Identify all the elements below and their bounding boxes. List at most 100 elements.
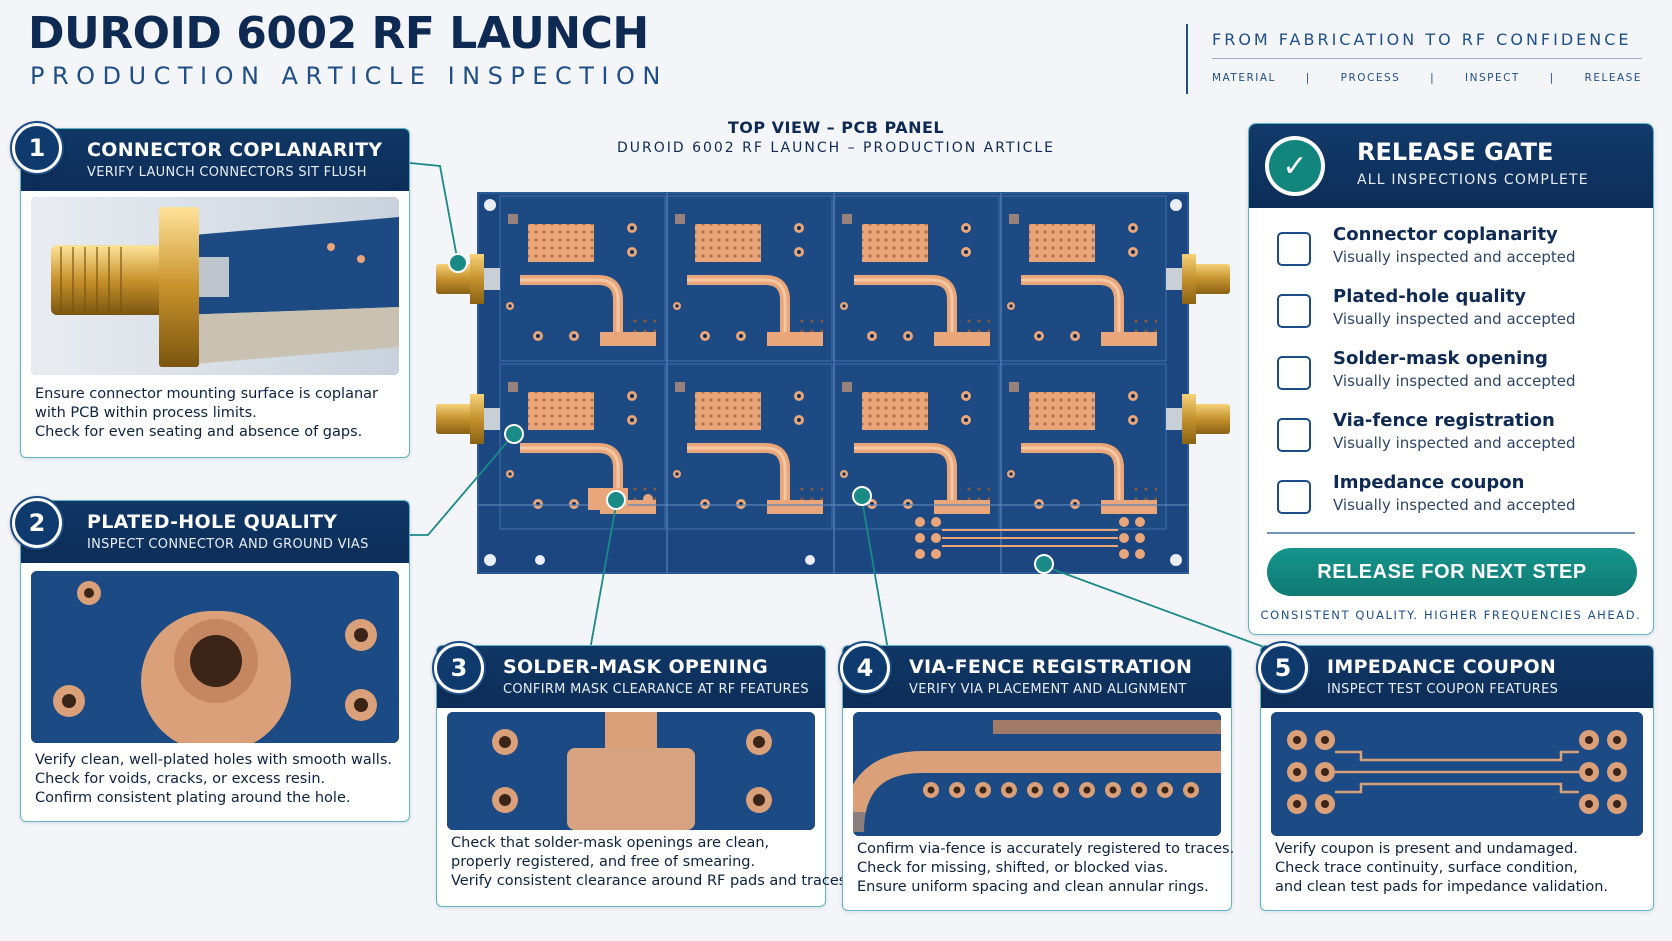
checkbox[interactable] [1277,232,1311,266]
step-number-badge: 2 [10,496,64,550]
impedance-coupon-illustration [1271,712,1643,836]
checklist-label: Solder-mask opening [1333,348,1548,369]
callout-line: properly registered, and free of smearin… [451,854,756,870]
callout-plated-hole-quality: PLATED-HOLE QUALITY INSPECT CONNECTOR AN… [20,500,410,822]
checklist-note: Visually inspected and accepted [1333,372,1576,390]
callout-connector-coplanarity: CONNECTOR COPLANARITY VERIFY LAUNCH CONN… [20,128,410,458]
step-number-badge: 4 [838,641,892,695]
release-gate-subtitle: ALL INSPECTIONS COMPLETE [1357,172,1589,188]
release-gate-title: RELEASE GATE [1357,138,1554,166]
step-material: MATERIAL [1212,72,1276,84]
via-fence-photo [853,712,1221,836]
step-separator: | [1305,72,1311,84]
plated-hole-illustration [31,571,399,743]
step-separator: | [1549,72,1555,84]
callout-line: Check for voids, cracks, or excess resin… [35,771,326,787]
main-subtitle: PRODUCTION ARTICLE INSPECTION [30,62,668,90]
callout-line: Check trace continuity, surface conditio… [1275,860,1578,876]
plated-hole-photo [31,571,399,743]
checklist-item-impedance-coupon[interactable]: Impedance coupon Visually inspected and … [1277,472,1637,528]
step-number: 2 [15,501,59,545]
step-number: 1 [15,126,59,170]
checkbox[interactable] [1277,418,1311,452]
step-number-badge: 1 [10,121,64,175]
callout-description: Check that solder-mask openings are clea… [451,834,851,891]
solder-mask-photo [447,712,815,830]
callout-line: Verify coupon is present and undamaged. [1275,841,1578,857]
checklist-item-connector-coplanarity[interactable]: Connector coplanarity Visually inspected… [1277,224,1637,280]
callout-description: Verify clean, well-plated holes with smo… [35,751,392,808]
release-gate-footer: CONSISTENT QUALITY. HIGHER FREQUENCIES A… [1260,608,1642,622]
callout-header [1261,646,1653,708]
callout-line: Check for missing, shifted, or blocked v… [857,860,1169,876]
via-fence-illustration [853,712,1221,836]
callout-line: Confirm consistent plating around the ho… [35,790,351,806]
process-steps: MATERIAL | PROCESS | INSPECT | RELEASE [1212,72,1642,84]
checklist-note: Visually inspected and accepted [1333,248,1576,266]
callout-line: and clean test pads for impedance valida… [1275,879,1609,895]
header-divider [1186,24,1188,94]
checklist-label: Plated-hole quality [1333,286,1527,307]
step-process: PROCESS [1340,72,1401,84]
callout-via-fence-registration: VIA-FENCE REGISTRATION VERIFY VIA PLACEM… [842,645,1234,911]
connector-photo-illustration [31,197,399,375]
callout-header [843,646,1231,708]
release-for-next-step-button[interactable]: RELEASE FOR NEXT STEP [1267,548,1637,596]
connector-photo [31,197,399,375]
checklist-label: Via-fence registration [1333,410,1555,431]
callout-solder-mask-opening: SOLDER-MASK OPENING CONFIRM MASK CLEARAN… [436,645,851,907]
callout-subtitle: INSPECT TEST COUPON FEATURES [1327,682,1559,697]
callout-header [437,646,825,708]
step-release: RELEASE [1584,72,1642,84]
callout-subtitle: INSPECT CONNECTOR AND GROUND VIAS [87,537,369,552]
step-inspect: INSPECT [1465,72,1520,84]
callout-title: VIA-FENCE REGISTRATION [909,656,1193,678]
callout-line: Check for even seating and absence of ga… [35,424,363,440]
callout-subtitle: CONFIRM MASK CLEARANCE AT RF FEATURES [503,682,809,697]
callout-line: Verify clean, well-plated holes with smo… [35,752,392,768]
pcb-caption-title: TOP VIEW – PCB PANEL [727,118,945,137]
checklist-note: Visually inspected and accepted [1333,496,1576,514]
callout-line: with PCB within process limits. [35,405,257,421]
step-number: 3 [437,646,481,690]
checklist-label: Connector coplanarity [1333,224,1558,245]
checkbox[interactable] [1277,356,1311,390]
step-number: 4 [843,646,887,690]
step-separator: | [1430,72,1436,84]
checkbox[interactable] [1277,480,1311,514]
callout-line: Ensure connector mounting surface is cop… [35,386,378,402]
checkmark-icon: ✓ [1265,136,1325,196]
pcb-caption-subtitle: DUROID 6002 RF LAUNCH – PRODUCTION ARTIC… [616,140,1056,156]
tagline: FROM FABRICATION TO RF CONFIDENCE [1212,30,1632,49]
callout-header [21,129,409,191]
checklist-note: Visually inspected and accepted [1333,434,1576,452]
callout-header [21,501,409,563]
checkbox[interactable] [1277,294,1311,328]
callout-description: Verify coupon is present and undamaged. … [1275,840,1608,897]
tagline-rule [1212,58,1642,59]
callout-title: CONNECTOR COPLANARITY [87,139,383,161]
callout-title: IMPEDANCE COUPON [1327,656,1557,678]
callout-line: Confirm via-fence is accurately register… [857,841,1235,857]
checklist-item-plated-hole-quality[interactable]: Plated-hole quality Visually inspected a… [1277,286,1637,342]
callout-impedance-coupon: IMPEDANCE COUPON INSPECT TEST COUPON FEA… [1260,645,1654,911]
checklist-item-via-fence-registration[interactable]: Via-fence registration Visually inspecte… [1277,410,1637,466]
release-gate-panel: ✓ RELEASE GATE ALL INSPECTIONS COMPLETE … [1248,123,1654,635]
impedance-coupon-photo [1271,712,1643,836]
callout-line: Ensure uniform spacing and clean annular… [857,879,1209,895]
step-number: 5 [1261,646,1305,690]
solder-mask-illustration [447,712,815,830]
callout-description: Confirm via-fence is accurately register… [857,840,1234,897]
callout-line: Verify consistent clearance around RF pa… [451,873,851,889]
callout-subtitle: VERIFY LAUNCH CONNECTORS SIT FLUSH [87,165,367,180]
main-title: DUROID 6002 RF LAUNCH [28,8,649,59]
callout-line: Check that solder-mask openings are clea… [451,835,770,851]
callout-subtitle: VERIFY VIA PLACEMENT AND ALIGNMENT [909,682,1187,697]
callout-title: PLATED-HOLE QUALITY [87,511,338,533]
release-gate-divider [1267,532,1635,534]
step-number-badge: 5 [1256,641,1310,695]
checklist-label: Impedance coupon [1333,472,1525,493]
checklist-note: Visually inspected and accepted [1333,310,1576,328]
checklist-item-solder-mask-opening[interactable]: Solder-mask opening Visually inspected a… [1277,348,1637,404]
